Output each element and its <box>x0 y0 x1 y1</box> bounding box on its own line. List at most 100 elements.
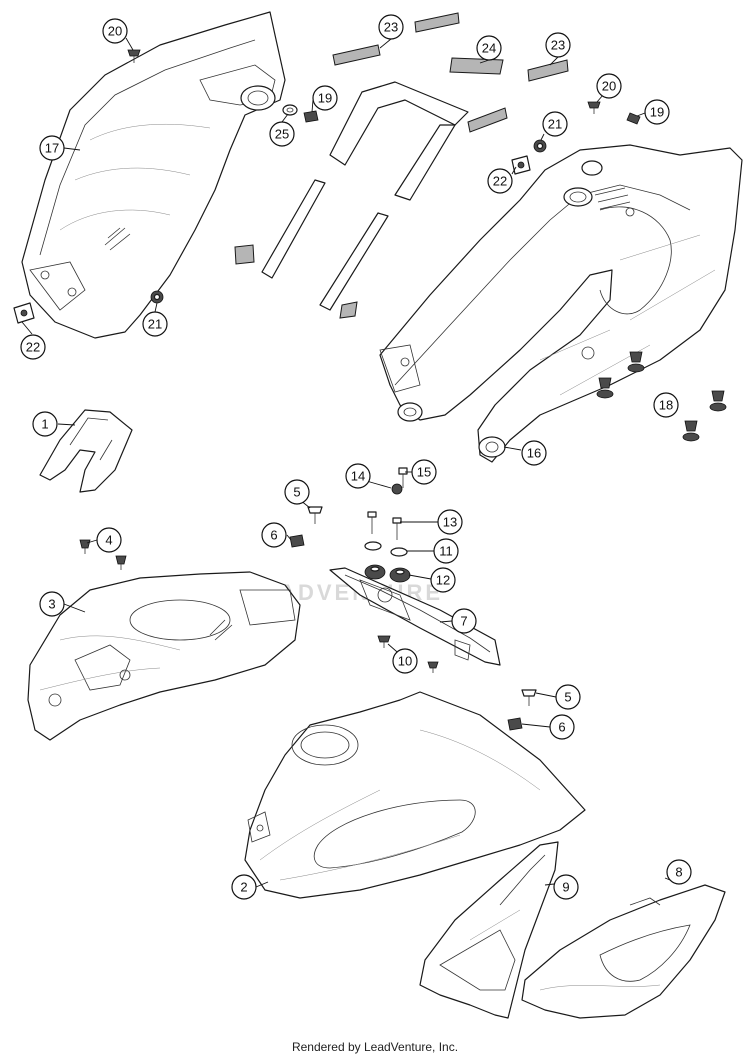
svg-text:15: 15 <box>417 465 431 480</box>
svg-text:19: 19 <box>650 105 664 120</box>
svg-text:25: 25 <box>275 127 289 142</box>
callout-3[interactable]: 3 <box>39 591 65 617</box>
callout-21-right[interactable]: 21 <box>542 111 568 137</box>
part-2-tank-cover[interactable] <box>244 691 586 899</box>
svg-text:6: 6 <box>558 720 565 735</box>
svg-text:19: 19 <box>318 91 332 106</box>
nut-6-lower[interactable] <box>507 717 523 731</box>
screws-4[interactable] <box>79 539 127 570</box>
part-23-strip-small[interactable] <box>467 107 508 133</box>
footer-credit: Rendered by LeadVenture, Inc. <box>291 1040 459 1054</box>
svg-text:17: 17 <box>45 141 59 156</box>
screw-20-right[interactable] <box>587 101 601 114</box>
callout-4[interactable]: 4 <box>96 527 122 553</box>
rubber-strip-frame[interactable] <box>234 81 469 319</box>
nut-21-right[interactable] <box>533 139 547 153</box>
svg-text:3: 3 <box>48 597 55 612</box>
screw-14[interactable] <box>391 483 403 495</box>
part-8-panel[interactable] <box>521 884 726 1019</box>
callout-23-right[interactable]: 23 <box>545 32 571 58</box>
svg-text:20: 20 <box>108 24 122 39</box>
part-17-side-cover[interactable] <box>21 11 286 339</box>
svg-text:8: 8 <box>675 865 682 880</box>
svg-text:4: 4 <box>105 533 112 548</box>
svg-text:2: 2 <box>240 880 247 895</box>
washers-11[interactable] <box>364 541 408 557</box>
part-9-panel[interactable] <box>419 841 559 1019</box>
callout-8[interactable]: 8 <box>666 859 692 885</box>
part-23-strip-top[interactable] <box>414 12 460 33</box>
svg-text:9: 9 <box>562 880 569 895</box>
part-7-bracket[interactable] <box>329 567 501 666</box>
screw-19-left[interactable] <box>303 110 319 123</box>
svg-text:18: 18 <box>659 398 673 413</box>
nut-6-upper[interactable] <box>289 534 305 548</box>
washer-25[interactable] <box>282 104 298 116</box>
svg-text:7: 7 <box>460 614 467 629</box>
callout-24[interactable]: 24 <box>476 35 502 61</box>
callout-16[interactable]: 16 <box>521 440 547 466</box>
callout-14[interactable]: 14 <box>345 463 371 489</box>
part-16-side-cover[interactable] <box>379 144 743 463</box>
callout-17[interactable]: 17 <box>39 135 65 161</box>
bolts-13[interactable] <box>367 511 402 540</box>
svg-text:21: 21 <box>548 117 562 132</box>
rubber-mounts-12[interactable] <box>364 564 411 583</box>
part-24-pad[interactable] <box>449 57 504 75</box>
svg-text:24: 24 <box>482 41 496 56</box>
screw-20-left[interactable] <box>127 49 141 63</box>
svg-text:23: 23 <box>551 38 565 53</box>
svg-text:12: 12 <box>436 573 450 588</box>
callout-18[interactable]: 18 <box>653 392 679 418</box>
callout-9[interactable]: 9 <box>553 874 579 900</box>
svg-text:21: 21 <box>148 317 162 332</box>
callout-12[interactable]: 12 <box>430 567 456 593</box>
svg-text:22: 22 <box>26 340 40 355</box>
svg-text:5: 5 <box>293 485 300 500</box>
clip-22-right[interactable] <box>511 155 531 175</box>
callout-19[interactable]: 19 <box>312 85 338 111</box>
callout-7[interactable]: 7 <box>451 608 477 634</box>
part-23-strip-left[interactable] <box>332 44 381 66</box>
svg-text:23: 23 <box>384 20 398 35</box>
svg-text:13: 13 <box>443 515 457 530</box>
screw-5-upper[interactable] <box>307 506 323 524</box>
svg-text:22: 22 <box>493 174 507 189</box>
callout-23[interactable]: 23 <box>378 14 404 40</box>
callout-21[interactable]: 21 <box>142 311 168 337</box>
callout-6-lower[interactable]: 6 <box>549 714 575 740</box>
nut-21-left[interactable] <box>150 290 164 304</box>
svg-text:20: 20 <box>602 79 616 94</box>
callout-25[interactable]: 25 <box>269 121 295 147</box>
bolt-15[interactable] <box>398 467 408 488</box>
svg-text:16: 16 <box>527 446 541 461</box>
callout-11[interactable]: 11 <box>433 538 459 564</box>
callout-6-upper[interactable]: 6 <box>261 522 287 548</box>
callout-15[interactable]: 15 <box>411 459 437 485</box>
svg-text:11: 11 <box>439 544 453 559</box>
callout-19-right[interactable]: 19 <box>644 99 670 125</box>
screw-5-lower[interactable] <box>521 689 537 706</box>
svg-text:6: 6 <box>270 528 277 543</box>
callout-10[interactable]: 10 <box>392 648 418 674</box>
callout-22-right[interactable]: 22 <box>487 168 513 194</box>
callout-22[interactable]: 22 <box>20 334 46 360</box>
callout-5-upper[interactable]: 5 <box>284 479 310 505</box>
part-23-strip-right[interactable] <box>527 59 569 82</box>
callout-13[interactable]: 13 <box>437 509 463 535</box>
svg-text:1: 1 <box>41 417 48 432</box>
callout-2[interactable]: 2 <box>231 874 257 900</box>
part-3-fairing[interactable] <box>27 571 301 741</box>
callout-20[interactable]: 20 <box>102 18 128 44</box>
clip-22-left[interactable] <box>13 302 35 324</box>
callout-20-right[interactable]: 20 <box>596 73 622 99</box>
svg-text:10: 10 <box>398 654 412 669</box>
callout-5-lower[interactable]: 5 <box>555 684 581 710</box>
grommets-18[interactable] <box>596 351 727 442</box>
part-1-cap[interactable] <box>39 409 133 493</box>
callout-1[interactable]: 1 <box>32 411 58 437</box>
svg-text:14: 14 <box>351 469 365 484</box>
screws-10[interactable] <box>377 635 439 673</box>
screw-19-right[interactable] <box>626 112 641 125</box>
